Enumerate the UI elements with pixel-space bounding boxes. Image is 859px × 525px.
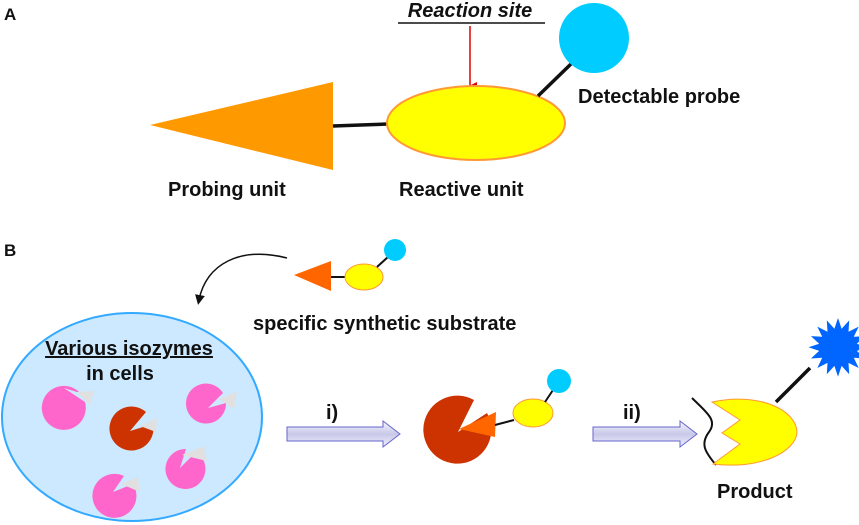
- substrate-linker-2: [376, 255, 390, 268]
- panel-b-label: B: [4, 241, 16, 260]
- reactive-probe-linker: [536, 61, 574, 98]
- product-label: Product: [717, 481, 793, 503]
- detectable-probe-label: Detectable probe: [578, 86, 740, 108]
- step-i-label: i): [326, 402, 338, 424]
- cell-title-line-2: in cells: [86, 363, 154, 385]
- detectable-probe-circle: [559, 3, 629, 73]
- reactive-unit-label: Reactive unit: [399, 179, 524, 201]
- substrate-label: specific synthetic substrate: [253, 313, 516, 335]
- reaction-site-label: Reaction site: [408, 0, 532, 22]
- probing-unit-label: Probing unit: [168, 179, 286, 201]
- isozyme-pink-4: [92, 473, 140, 518]
- isozyme-pink-3: [165, 446, 207, 489]
- panel-a-label: A: [4, 5, 16, 24]
- probing-unit-triangle: [150, 82, 333, 170]
- substrate-triangle: [294, 261, 331, 291]
- uptake-curved-arrow: [195, 253, 288, 305]
- probing-reactive-linker: [332, 122, 389, 128]
- cell-title-line-1: Various isozymes: [45, 338, 213, 360]
- substrate-probe-circle: [384, 239, 406, 261]
- isozyme-pink-1: [41, 385, 94, 430]
- isozyme-dark-red: [109, 406, 157, 451]
- reactive-unit-ellipse: [386, 85, 566, 161]
- product: [691, 318, 859, 466]
- step-ii-arrow: [592, 419, 698, 449]
- step-ii-label: ii): [623, 402, 641, 424]
- enzyme-substrate-complex: [423, 369, 571, 464]
- substrate-ellipse: [344, 263, 384, 291]
- isozyme-pink-2: [186, 383, 237, 424]
- step-i-arrow: [286, 419, 401, 449]
- product-signal-star: [808, 318, 859, 377]
